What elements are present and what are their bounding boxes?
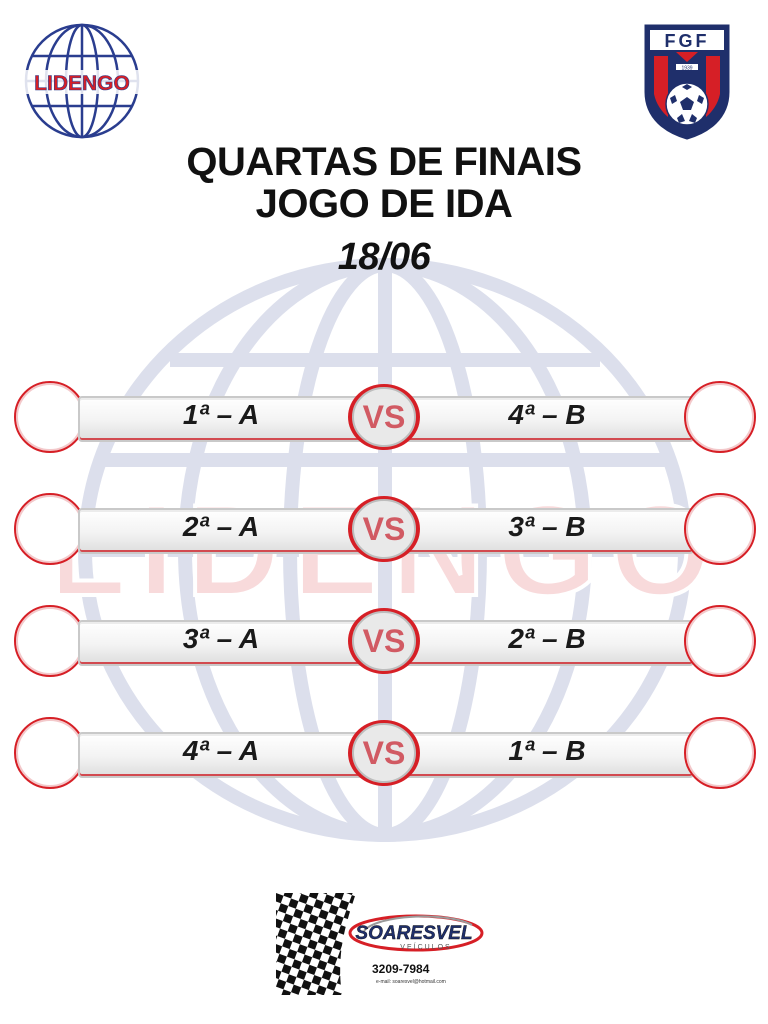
page-title-line2: JOGO DE IDA xyxy=(255,182,513,226)
team-home-label: 2ª – A xyxy=(182,511,260,542)
sponsor-email: e-mail: soaresvel@hotmail.com xyxy=(376,979,446,985)
score-slot-away xyxy=(684,717,756,789)
checkered-flag-icon: SOARESVEL VEÍCULOS xyxy=(276,893,484,995)
team-bar-home xyxy=(78,508,368,554)
fgf-logo-text: FGF xyxy=(665,31,710,51)
team-bar-home xyxy=(78,620,368,666)
score-slot-home xyxy=(14,717,86,789)
score-slot-away xyxy=(684,493,756,565)
team-bar-away xyxy=(404,620,694,666)
match-row: 4ª – A 1ª – B VS xyxy=(0,713,768,793)
score-slot-home xyxy=(14,493,86,565)
score-slot-home xyxy=(14,381,86,453)
team-away-label: 4ª – B xyxy=(508,399,586,430)
match-row: 2ª – A 3ª – B VS xyxy=(0,489,768,569)
team-bar-home xyxy=(78,396,368,442)
sponsor-subtitle: VEÍCULOS xyxy=(400,942,451,951)
team-home-label: 4ª – A xyxy=(182,735,260,766)
team-away-label: 1ª – B xyxy=(508,735,586,766)
vs-text: VS xyxy=(363,623,406,659)
sponsor-block: SOARESVEL VEÍCULOS 3209-7984 e-mail: soa… xyxy=(276,893,492,995)
vs-text: VS xyxy=(363,735,406,771)
sponsor-phone: 3209-7984 xyxy=(372,962,430,976)
page-title-line1: QUARTAS DE FINAIS xyxy=(186,140,582,184)
vs-badge: VS xyxy=(344,716,424,790)
team-home-label: 1ª – A xyxy=(182,399,260,430)
vs-text: VS xyxy=(363,399,406,435)
match-date: 18/06 xyxy=(337,236,431,278)
team-away-label: 2ª – B xyxy=(508,623,586,654)
score-slot-away xyxy=(684,605,756,677)
vs-badge: VS xyxy=(344,604,424,678)
match-row: 1ª – A 4ª – B VS xyxy=(0,377,768,457)
fgf-logo-year: 1939 xyxy=(681,66,692,72)
lidengo-logo-text: LIDENGO xyxy=(34,72,130,95)
fgf-shield-logo: FGF 1939 xyxy=(644,24,730,140)
vs-badge: VS xyxy=(344,492,424,566)
lidengo-logo: LIDENGO xyxy=(24,23,140,139)
score-slot-away xyxy=(684,381,756,453)
score-slot-home xyxy=(14,605,86,677)
vs-text: VS xyxy=(363,511,406,547)
match-row: 3ª – A 2ª – B VS xyxy=(0,601,768,681)
sponsor-name: SOARESVEL xyxy=(355,923,472,944)
vs-badge: VS xyxy=(344,380,424,454)
team-home-label: 3ª – A xyxy=(182,623,260,654)
team-away-label: 3ª – B xyxy=(508,511,586,542)
team-bar-home xyxy=(78,732,368,778)
